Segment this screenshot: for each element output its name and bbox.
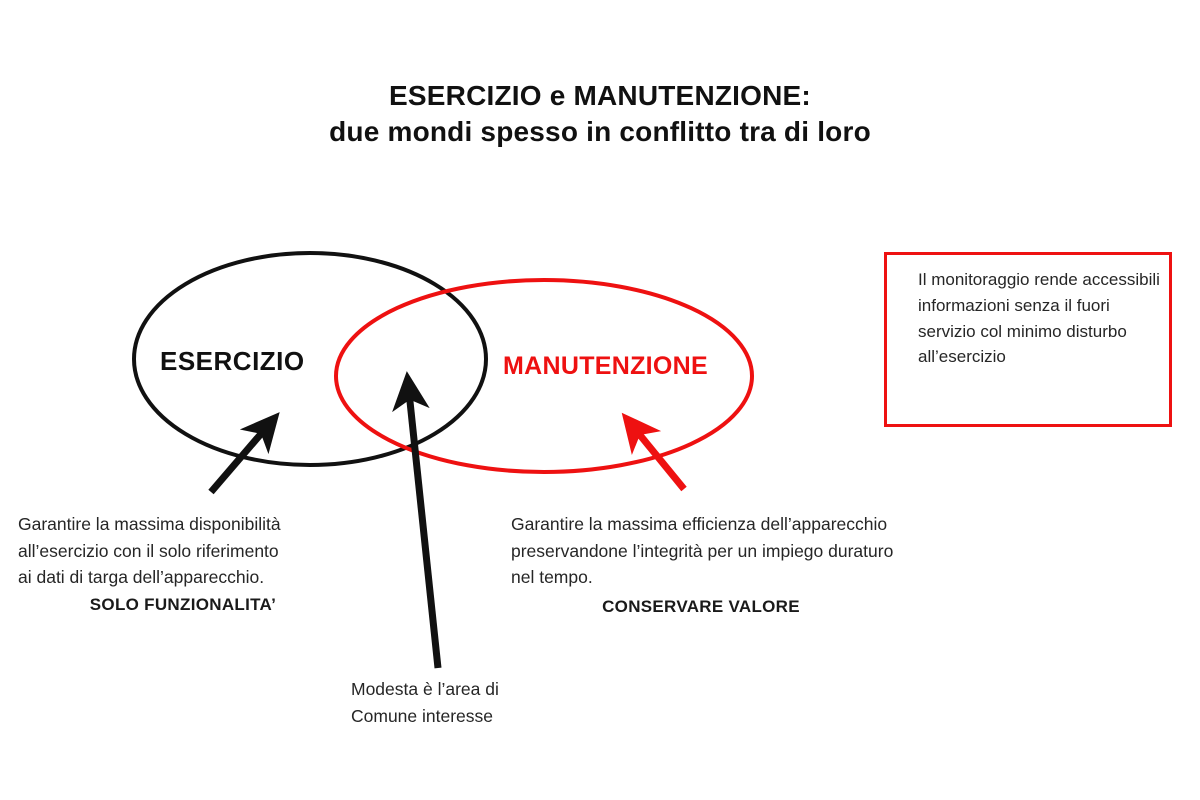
callout-box: Il monitoraggio rende accessibili inform… <box>884 252 1172 427</box>
title-line-1: ESERCIZIO e MANUTENZIONE: <box>389 80 811 111</box>
label-manutenzione: MANUTENZIONE <box>503 352 708 380</box>
caption-left-emphasis: SOLO FUNZIONALITA’ <box>89 594 277 614</box>
callout-text: Il monitoraggio rende accessibili inform… <box>918 270 1160 367</box>
caption-left: Garantire la massima disponibilità all’e… <box>18 511 418 615</box>
page-title: ESERCIZIO e MANUTENZIONE: due mondi spes… <box>0 78 1200 150</box>
caption-center-body: Modesta è l’area di Comune interesse <box>351 679 499 727</box>
label-esercizio: ESERCIZIO <box>160 346 305 376</box>
arrow-to-esercizio <box>208 412 280 495</box>
arrow-to-manutenzione <box>621 412 687 492</box>
caption-left-body: Garantire la massima disponibilità all’e… <box>18 514 281 588</box>
caption-center: Modesta è l’area di Comune interesse <box>351 676 611 730</box>
caption-right-emphasis: CONSERVARE VALORE <box>602 596 800 616</box>
caption-right: Garantire la massima efficienza dell’app… <box>511 511 1051 617</box>
title-line-2: due mondi spesso in conflitto tra di lor… <box>329 115 871 147</box>
caption-right-body: Garantire la massima efficienza dell’app… <box>511 514 894 588</box>
